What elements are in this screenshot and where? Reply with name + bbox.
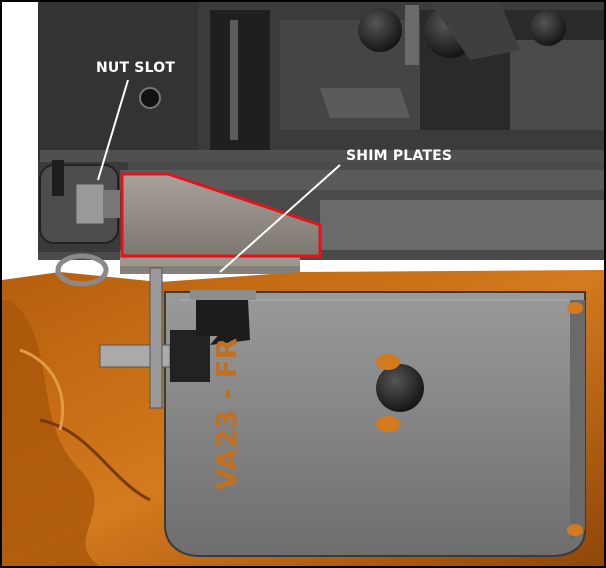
vertical-rod bbox=[149, 267, 163, 409]
part-marking: VA23 - FR bbox=[210, 338, 243, 490]
background-left bbox=[2, 2, 38, 272]
nut-slot-label: NUT SLOT bbox=[96, 60, 175, 76]
nut-slot-leader bbox=[97, 79, 129, 181]
shim-plates-label: SHIM PLATES bbox=[346, 148, 452, 164]
nut-bracket bbox=[39, 160, 120, 244]
shim-plates-leader bbox=[219, 164, 341, 273]
shim-wedge bbox=[120, 172, 322, 258]
highlight-outline bbox=[120, 172, 322, 258]
grey-plate bbox=[164, 291, 586, 557]
elbow-fitting bbox=[99, 290, 256, 382]
upper-housing bbox=[38, 2, 604, 164]
loop bbox=[55, 253, 109, 287]
